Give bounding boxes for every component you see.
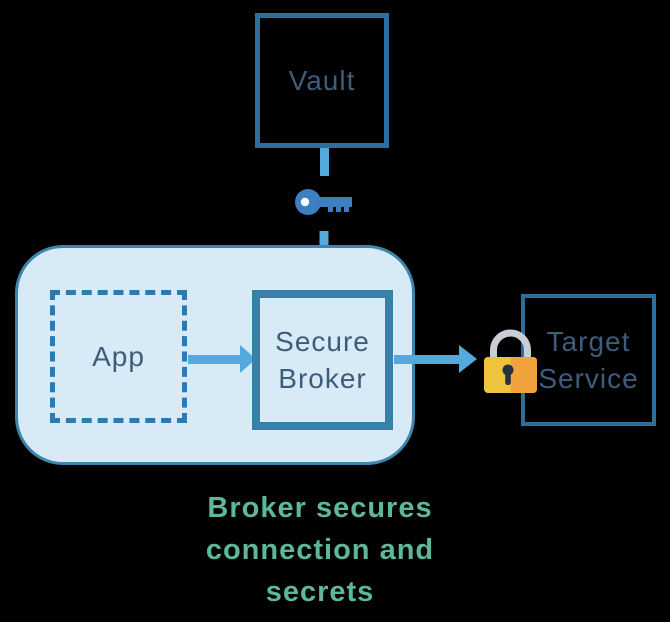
key-icon <box>295 189 352 215</box>
caption-line-1: Broker secures <box>207 492 433 524</box>
arrow-broker-to-target <box>394 345 477 373</box>
app-node: App <box>50 290 187 423</box>
target-service-node: Target Service <box>521 294 656 426</box>
vault-label: Vault <box>288 65 356 96</box>
secure-broker-node: Secure Broker <box>252 290 393 430</box>
caption-line-3: secrets <box>265 576 375 608</box>
app-label: App <box>92 341 145 372</box>
vault-connector-line <box>320 148 329 176</box>
secure-broker-label-line1: Secure <box>275 326 370 357</box>
arrow-app-to-broker <box>188 345 256 373</box>
target-service-label-line1: Target <box>546 326 631 357</box>
target-service-label-line2: Service <box>538 363 639 394</box>
caption-line-2: connection and <box>205 534 435 566</box>
caption: Broker secures connection and secrets <box>120 487 520 613</box>
secure-broker-label-line2: Broker <box>278 363 367 394</box>
vault-node: Vault <box>255 13 389 148</box>
padlock-icon <box>484 329 537 393</box>
